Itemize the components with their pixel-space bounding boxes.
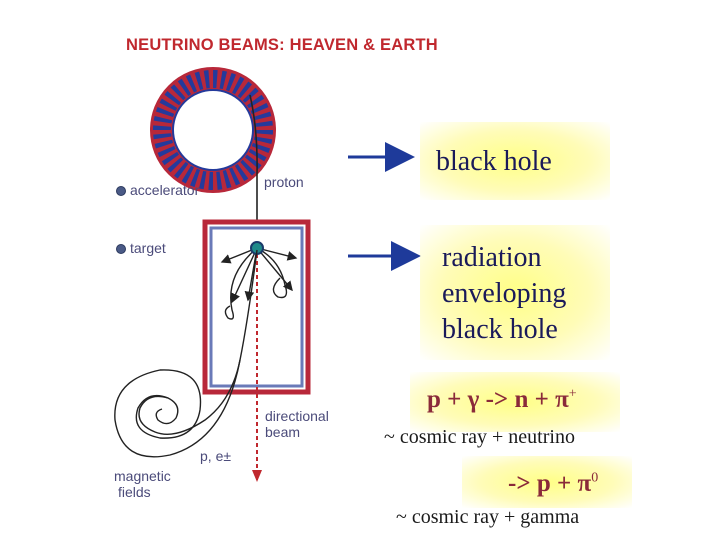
eq1-plus-2: + — [534, 386, 549, 413]
magnetic-field-spiral — [114, 359, 241, 458]
radiation-text-line2: enveloping — [442, 278, 567, 309]
eq1-pi-symbol: π — [555, 386, 569, 413]
eq1-arrow: -> — [485, 386, 509, 413]
eq1-plus: + — [447, 386, 462, 413]
equation-2-note: ~ cosmic ray + gamma — [396, 506, 580, 528]
black-hole-text: black hole — [436, 146, 552, 177]
equation2-glow — [462, 456, 632, 508]
radiation-glow — [420, 225, 610, 360]
proton-path — [249, 94, 258, 246]
eq2-pi-symbol: π — [577, 470, 592, 497]
eq1-n: n — [514, 386, 529, 413]
eq2-pi-superscript: 0 — [591, 470, 599, 486]
beam-arrowhead — [252, 470, 262, 482]
magnetic-fields-label-line1: magnetic — [114, 468, 171, 484]
diagram-title: NEUTRINO BEAMS: HEAVEN & EARTH — [126, 36, 438, 54]
black-hole-glow — [420, 122, 610, 200]
accelerator-label: accelerator — [130, 182, 200, 198]
target-bullet-icon — [116, 244, 126, 254]
target-label: target — [130, 240, 166, 256]
eq2-p: p — [536, 470, 551, 497]
accelerator-ring — [150, 67, 276, 193]
magnetic-fields-label-line2: fields — [118, 484, 151, 500]
equation-2: -> p + π0 — [508, 470, 598, 498]
directional-beam-label-line2: beam — [265, 424, 301, 440]
eq1-pi-superscript: + — [568, 386, 577, 402]
radiation-text-line3: black hole — [442, 314, 558, 345]
equation-1-note: ~ cosmic ray + neutrino — [384, 426, 575, 448]
proton-label: proton — [264, 174, 304, 190]
particles-label: p, e± — [200, 448, 232, 464]
radiation-text-line1: radiation — [442, 242, 542, 273]
accelerator-bullet-icon — [116, 186, 126, 196]
equation-1: p + γ -> n + π+ — [427, 386, 577, 414]
eq2-arrow: -> — [508, 470, 531, 497]
directional-beam-label-line1: directional — [265, 408, 329, 424]
eq2-plus: + — [556, 470, 572, 497]
eq1-p: p — [427, 386, 441, 413]
eq1-gamma-symbol: γ — [467, 386, 480, 413]
equation1-glow — [410, 372, 620, 432]
